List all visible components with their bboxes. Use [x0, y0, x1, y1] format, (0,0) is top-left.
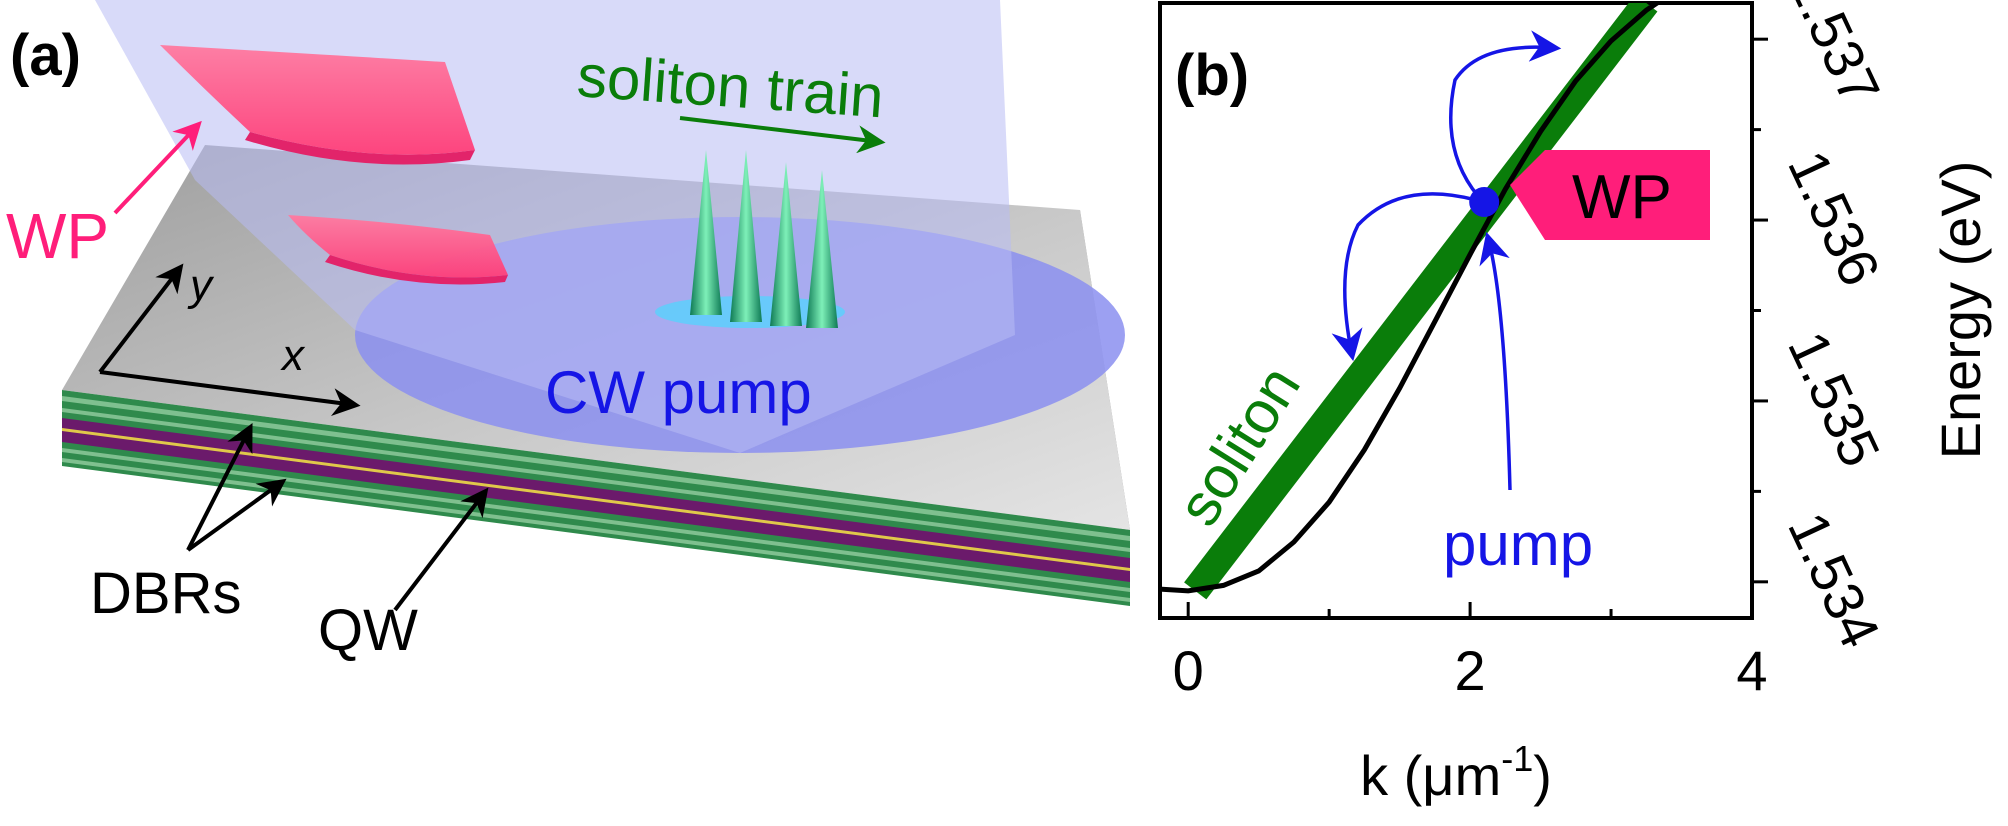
scatter-arrow-down [1331, 192, 1477, 362]
wp-arrow [113, 120, 202, 215]
dbr-arrow-lower [186, 478, 287, 552]
axis-x-label: x [280, 331, 306, 380]
x-ticks: 0 2 4 [1173, 602, 1768, 702]
pump-label: pump [1443, 511, 1593, 578]
scatter-arrow-up [1449, 30, 1562, 198]
slab-layers [62, 390, 1130, 606]
axis-y-label: y [187, 261, 215, 310]
lower-polariton-dispersion-curve [1160, 3, 1662, 594]
wp-tag [1510, 150, 1710, 240]
y-tick-label: 1.535 [1776, 322, 1892, 476]
pump-point [1469, 186, 1500, 217]
soliton-train-arrow [679, 116, 886, 154]
y-tick-label: 1.534 [1776, 503, 1892, 657]
x-tick-label: 4 [1736, 639, 1767, 702]
y-tick-label: 1.536 [1776, 141, 1892, 295]
y-axis-arrow [98, 263, 184, 374]
y-ticks: 1.534 1.535 1.536 1.537 [1752, 0, 1892, 657]
x-tick-label: 0 [1173, 639, 1204, 702]
pump-arrow-up [1479, 231, 1512, 491]
x-axis-arrow [99, 370, 361, 417]
dbr-arrow-upper [186, 423, 253, 551]
panel-a-label: (a) [10, 23, 81, 88]
cw-pump-label: CW pump [545, 359, 812, 426]
wp-label-b: WP [1572, 163, 1672, 232]
qw-label: QW [318, 598, 418, 663]
soliton-train-spikes [655, 150, 845, 328]
y-tick-label: 1.537 [1776, 0, 1892, 114]
x-tick-label: 2 [1455, 639, 1486, 702]
writing-pulse-upper [160, 45, 475, 165]
wp-label-a: WP [6, 200, 109, 272]
panel-b-label: (b) [1175, 43, 1249, 108]
y-axis-title: Energy (eV) [1929, 161, 1992, 460]
x-axis-title: k (μm-1) [1360, 738, 1552, 807]
panel-a: (a) soliton train CW pump WP x y DBRs QW [6, 0, 1130, 663]
dbrs-label: DBRs [90, 561, 241, 626]
qw-arrow [393, 487, 489, 612]
soliton-branch-line [1184, 3, 1658, 600]
writing-pulse-lower [288, 215, 508, 285]
